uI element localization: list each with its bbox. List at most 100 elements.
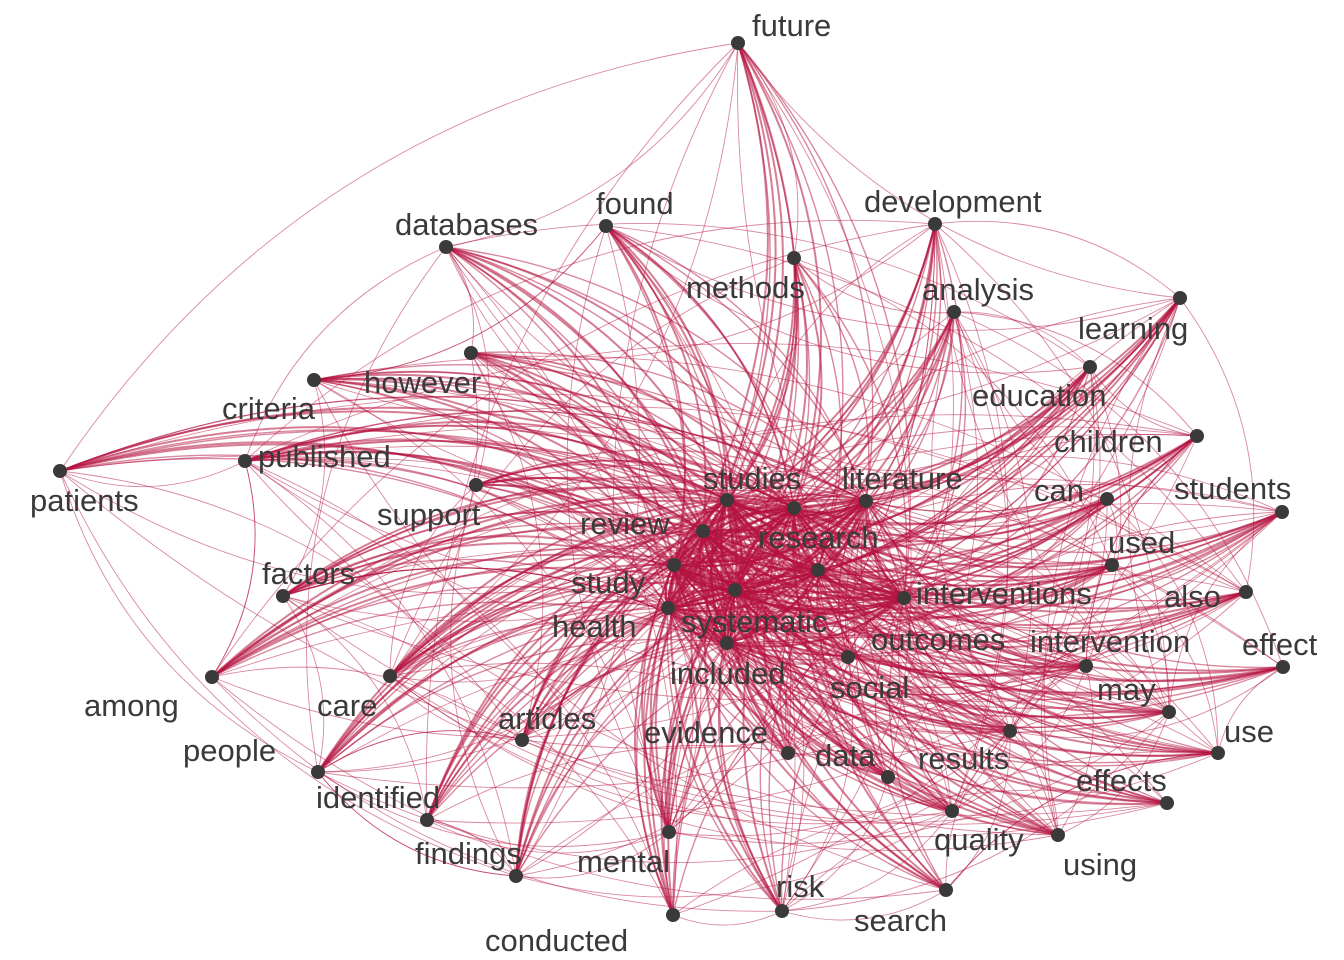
edge-found-learning [605, 225, 1181, 331]
edge-may-literature [865, 500, 1170, 713]
node-can [1100, 492, 1114, 506]
node-studies [720, 493, 734, 507]
edge-literature-patients [59, 396, 867, 502]
edge-effect-support [475, 463, 1284, 668]
edge-learning-development [934, 220, 1181, 299]
edge-literature-methods [793, 257, 870, 502]
edge-social-learning [817, 297, 1181, 571]
edge-quality-development [934, 223, 1009, 812]
node-layer [53, 36, 1290, 922]
edge-use-search [945, 752, 1219, 891]
edge-patients-study [59, 470, 675, 595]
edge-among-risk [211, 676, 783, 912]
node-interventions [897, 591, 911, 605]
edge-support-findings [450, 484, 517, 877]
edge-systematic-criteria [313, 379, 736, 591]
edge-results-interventions [903, 597, 1011, 732]
label-found: found [596, 186, 674, 221]
edge-included-found [605, 225, 733, 644]
edge-databases-used [445, 246, 1113, 566]
edge-patients-effects [59, 470, 1168, 816]
edge-articles-use [521, 739, 1219, 824]
label-literature: literature [842, 461, 963, 496]
node-review [696, 524, 710, 538]
edge-findings-identified [426, 819, 517, 877]
label-conducted: conducted [485, 923, 628, 958]
edge-interventions-conducted [672, 597, 905, 916]
edge-may-published [244, 445, 1170, 713]
edge-interventions-outcomes [847, 597, 905, 658]
edge-research-learning [793, 297, 1181, 509]
edge-health-identified [426, 607, 669, 821]
edge-interventions-students [903, 511, 1283, 609]
node-among [205, 670, 219, 684]
edge-data-included [726, 642, 889, 778]
edge-included-learning [726, 297, 1181, 644]
edge-students-care [389, 478, 1283, 677]
edge-people-health [317, 607, 669, 773]
edge-systematic-databases [445, 246, 736, 591]
edge-included-children [726, 435, 1198, 644]
edge-identified-mental [426, 819, 670, 854]
edge-data-future [737, 42, 912, 778]
edge-risk-search [781, 889, 947, 921]
edge-interventions-education [903, 366, 1091, 599]
edge-social-databases [445, 246, 819, 571]
label-children: children [1054, 424, 1163, 459]
label-methods: methods [686, 270, 805, 305]
edge-mental-development [668, 223, 936, 833]
node-included [720, 636, 734, 650]
label-students: students [1174, 471, 1291, 506]
edge-risk-quality [781, 810, 953, 912]
edge-research-development [793, 223, 936, 509]
edge-criteria-learning [313, 297, 1181, 440]
edge-social-findings [515, 569, 819, 877]
label-search: search [854, 903, 947, 938]
edge-research-among [211, 499, 795, 678]
edge-literature-future [737, 42, 874, 502]
edge-literature-studies [726, 484, 867, 502]
edge-factors-literature [282, 500, 867, 622]
edge-databases-studies [445, 246, 728, 501]
edge-quality-social [817, 569, 953, 812]
node-outcomes [841, 650, 855, 664]
edge-care-articles [389, 675, 523, 741]
label-education: education [972, 378, 1106, 413]
edge-mental-results [668, 730, 1011, 837]
edge-outcomes-also [847, 591, 1247, 675]
label-review: review [580, 506, 670, 541]
label-learning: learning [1078, 311, 1188, 346]
edge-literature-identified [426, 500, 867, 821]
edge-health-research [667, 507, 795, 609]
edge-used-mental [668, 564, 1113, 833]
edge-people-mental [317, 771, 670, 847]
edge-effect-use [1217, 666, 1284, 754]
edge-children-published [244, 342, 1198, 462]
edge-interventions-analysis [903, 311, 967, 599]
edge-evidence-also [787, 591, 1247, 756]
edge-included-intervention [726, 642, 1087, 696]
edge-systematic-development [734, 223, 936, 591]
edge-care-effects [389, 675, 1168, 838]
edge-future-using [736, 42, 1059, 836]
edge-research-criteria [313, 371, 795, 509]
edge-literature-use [865, 500, 1219, 754]
edge-analysis-mental [668, 311, 955, 833]
node-may [1162, 705, 1176, 719]
edge-study-criteria [313, 379, 675, 566]
edge-interventions-review [702, 529, 905, 599]
edge-risk-found [605, 225, 796, 912]
node-databases [439, 240, 453, 254]
edge-results-effect [1009, 666, 1284, 738]
edge-also-found [605, 225, 1247, 593]
edge-criteria-search [313, 379, 947, 891]
edge-results-published [244, 457, 1011, 732]
edge-social-criteria [313, 378, 819, 571]
edge-quality-education [951, 366, 1095, 812]
label-development: development [864, 184, 1042, 219]
edge-articles-patients [59, 470, 523, 741]
edge-learning-using [1043, 297, 1181, 836]
edge-study-found [605, 225, 686, 566]
edge-systematic-patients [59, 443, 736, 591]
edge-data-analysis [887, 311, 978, 778]
